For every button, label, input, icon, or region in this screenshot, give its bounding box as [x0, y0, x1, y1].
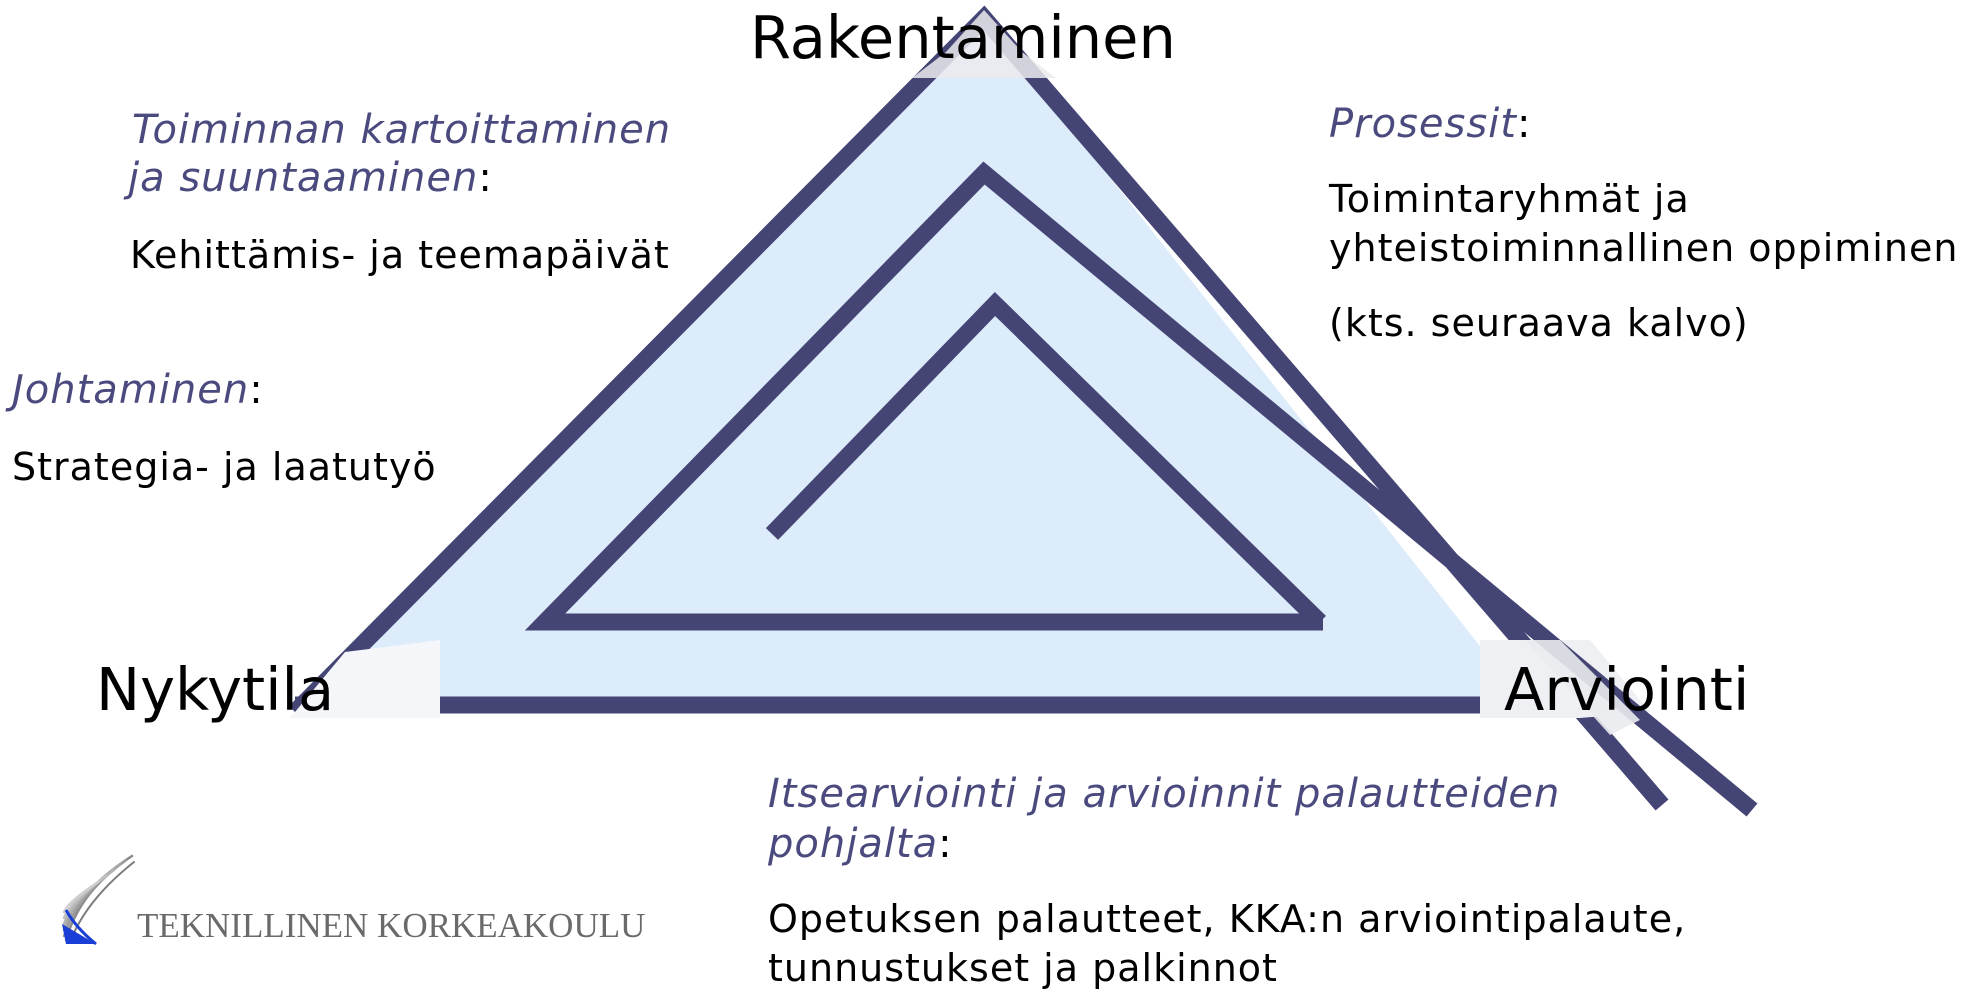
right-tail-highlight	[1525, 640, 1640, 735]
itsearviointi-heading-line1: Itsearviointi ja arvioinnit palautteiden	[768, 771, 1561, 817]
prosessit-body-line2: yhteistoiminnallinen oppiminen	[1329, 226, 1959, 270]
prosessit-heading: Prosessit:	[1329, 100, 1531, 148]
logo-text: TEKNILLINEN KORKEAKOULU	[137, 906, 646, 945]
toiminta-heading-line2: ja suuntaaminen:	[128, 154, 493, 202]
top-vertex-highlight	[912, 10, 1056, 78]
prosessit-body-line1: Toimintaryhmät ja	[1329, 177, 1690, 221]
johtaminen-heading: Johtaminen:	[12, 366, 264, 414]
left-vertex-highlight	[290, 640, 440, 718]
wing-feather-icon	[62, 854, 135, 946]
colon: :	[1516, 101, 1532, 147]
inner-spiral-line	[765, 291, 1326, 629]
itsearviointi-body-line1: Opetuksen palautteet, KKA:n arviointipal…	[768, 897, 1687, 941]
colon: :	[478, 155, 493, 201]
itsearviointi-body-line2: tunnustukset ja palkinnot	[768, 946, 1278, 990]
johtaminen-body: Strategia- ja laatutyö	[12, 445, 437, 489]
itsearviointi-heading-line2: pohjalta:	[768, 820, 953, 868]
colon: :	[938, 821, 953, 867]
toiminta-heading-line1: Toiminnan kartoittaminen	[132, 107, 672, 153]
itsearviointi-heading-line2-text: pohjalta	[768, 821, 939, 867]
vertex-label-top: Rakentaminen	[750, 3, 1176, 72]
johtaminen-heading-text: Johtaminen	[12, 367, 250, 413]
prosessit-heading-text: Prosessit	[1329, 101, 1517, 147]
colon: :	[249, 367, 264, 413]
prosessit-note: (kts. seuraava kalvo)	[1329, 301, 1749, 345]
middle-spiral-line	[524, 161, 1758, 817]
toiminta-body: Kehittämis- ja teemapäivät	[130, 233, 670, 277]
vertex-label-right: Arviointi	[1504, 655, 1750, 724]
vertex-label-left: Nykytila	[96, 655, 335, 724]
toiminta-heading-line2-text: ja suuntaaminen	[128, 155, 479, 201]
